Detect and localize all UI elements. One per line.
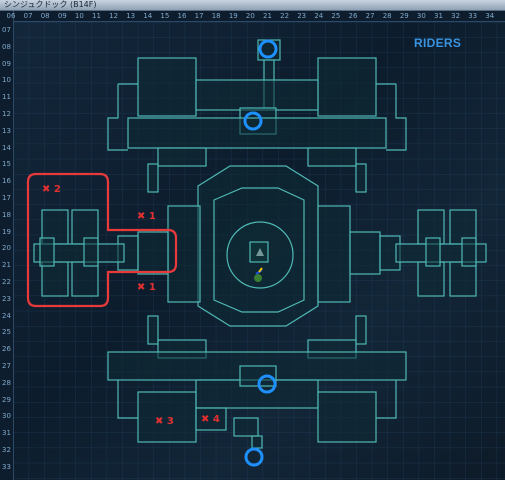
ring-icon[interactable] xyxy=(258,39,278,59)
column-label: 20 xyxy=(245,12,255,20)
cross-icon: ✖ xyxy=(201,414,210,425)
row-label: 10 xyxy=(2,76,11,85)
column-label: 09 xyxy=(57,12,67,20)
row-label: 19 xyxy=(2,227,11,236)
row-label: 08 xyxy=(2,42,11,51)
row-label: 16 xyxy=(2,177,11,186)
column-label: 24 xyxy=(314,12,324,20)
column-label: 29 xyxy=(399,12,409,20)
column-label: 23 xyxy=(297,12,307,20)
column-label: 10 xyxy=(74,12,84,20)
column-label: 25 xyxy=(331,12,341,20)
column-label: 07 xyxy=(23,12,33,20)
column-label: 34 xyxy=(485,12,495,20)
row-ruler xyxy=(0,11,14,480)
row-label: 07 xyxy=(2,26,11,34)
map-label: RIDERS xyxy=(414,36,462,50)
marker-label: 4 xyxy=(212,414,220,425)
window-title: シンジュクドック (B14F) xyxy=(4,0,97,9)
column-label: 26 xyxy=(348,12,358,20)
row-label: 21 xyxy=(2,261,11,270)
row-label: 25 xyxy=(2,328,11,337)
row-label: 15 xyxy=(2,160,11,169)
highlighted-region xyxy=(26,172,178,308)
red-marker[interactable]: ✖ 1 xyxy=(137,211,156,222)
row-label: 26 xyxy=(2,345,11,354)
warp-points xyxy=(243,39,278,467)
row-label: 14 xyxy=(2,143,11,152)
row-label: 22 xyxy=(2,278,11,286)
column-label: 19 xyxy=(228,12,238,20)
column-label: 06 xyxy=(6,12,16,20)
column-label: 08 xyxy=(40,12,50,20)
row-label: 13 xyxy=(2,126,11,135)
row-label: 11 xyxy=(2,93,11,102)
red-marker[interactable]: ✖ 1 xyxy=(137,282,156,293)
row-label: 23 xyxy=(2,294,11,303)
red-marker[interactable]: ✖ 3 xyxy=(155,416,174,427)
row-label: 30 xyxy=(2,412,11,421)
column-label: 32 xyxy=(451,12,461,20)
column-label: 12 xyxy=(109,12,119,20)
column-label: 30 xyxy=(416,12,426,20)
column-label: 27 xyxy=(365,12,375,20)
red-marker[interactable]: ✖ 4 xyxy=(201,414,220,425)
cross-icon: ✖ xyxy=(42,184,51,195)
row-label: 32 xyxy=(2,446,11,454)
marker-label: 1 xyxy=(148,282,156,293)
column-label: 21 xyxy=(263,12,272,20)
row-label: 29 xyxy=(2,395,11,404)
row-label: 31 xyxy=(2,429,11,438)
marker-label: 2 xyxy=(53,184,61,195)
column-label: 14 xyxy=(143,12,153,20)
cross-icon: ✖ xyxy=(137,282,146,293)
column-label: 17 xyxy=(194,12,204,20)
marker-label: 1 xyxy=(148,211,156,222)
column-label: 11 xyxy=(92,12,101,20)
title-bar: シンジュクドック (B14F) xyxy=(0,0,505,11)
row-label: 33 xyxy=(2,462,11,471)
row-label: 17 xyxy=(2,194,11,202)
cross-icon: ✖ xyxy=(155,416,164,427)
column-label: 15 xyxy=(160,12,170,20)
row-label: 27 xyxy=(2,362,11,370)
column-label: 31 xyxy=(434,12,443,20)
column-label: 28 xyxy=(382,12,392,20)
column-label: 16 xyxy=(177,12,187,20)
cross-icon: ✖ xyxy=(137,211,146,222)
column-ruler xyxy=(0,11,505,22)
column-label: 13 xyxy=(126,12,136,20)
ring-icon[interactable] xyxy=(244,447,264,467)
row-label: 24 xyxy=(2,311,11,320)
ring-icon[interactable] xyxy=(257,374,277,394)
marker-label: 3 xyxy=(166,416,174,427)
column-label: 22 xyxy=(280,12,290,20)
row-label: 12 xyxy=(2,110,11,118)
column-label: 33 xyxy=(468,12,478,20)
ring-icon[interactable] xyxy=(243,111,263,131)
row-label: 09 xyxy=(2,59,11,68)
red-marker[interactable]: ✖ 2 xyxy=(42,184,61,195)
column-label: 18 xyxy=(211,12,221,20)
row-label: 28 xyxy=(2,378,11,387)
map-walls xyxy=(33,39,487,449)
row-label: 20 xyxy=(2,244,11,253)
row-label: 18 xyxy=(2,210,11,219)
